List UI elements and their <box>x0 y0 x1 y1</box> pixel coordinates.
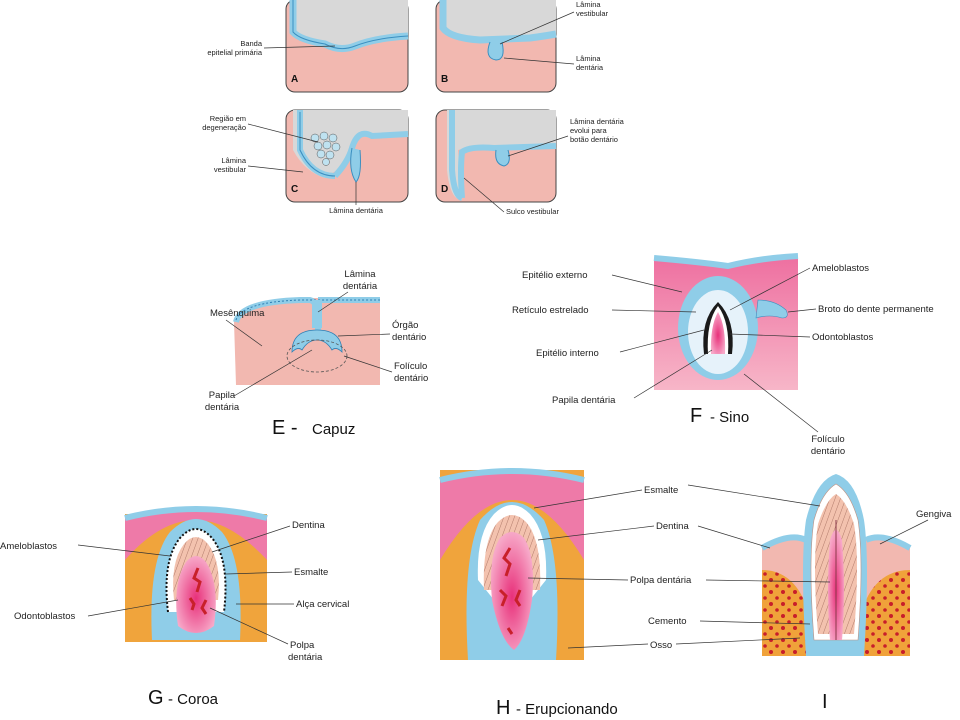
label-reticulo: Retículo estrelado <box>512 305 589 316</box>
label-g-odontoblastos: Odontoblastos <box>14 611 76 622</box>
label-h-polpa: Polpa dentária <box>630 575 692 586</box>
panel-f-big: F <box>690 405 702 427</box>
panel-e-big: E - <box>272 417 298 439</box>
label-mesenquima: Mesênquima <box>210 308 265 319</box>
panel-f-sino: Epitélio externo Retículo estrelado Epit… <box>512 253 934 457</box>
label-b-lamina-dent-2: dentária <box>576 63 604 72</box>
label-g-dentina: Dentina <box>292 520 325 531</box>
label-f-odontoblastos: Odontoblastos <box>812 332 874 343</box>
label-osso: Osso <box>650 640 672 651</box>
label-g-polpa-1: Polpa <box>290 640 315 651</box>
label-g-ameloblastos: Ameloblastos <box>0 541 57 552</box>
label-degeneracao: degeneração <box>202 123 246 132</box>
label-c-lamina-vest-2: vestibular <box>214 165 247 174</box>
panel-h-erupcionando: Esmalte Dentina Polpa dentária Cemento O… <box>439 468 692 719</box>
label-gengiva: Gengiva <box>916 509 952 520</box>
label-g-polpa-2: dentária <box>288 652 323 663</box>
panel-g-big: G <box>148 687 164 709</box>
panel-b-letter: B <box>441 74 448 85</box>
label-banda: Banda <box>240 39 263 48</box>
label-c-lamina-dentaria: Lâmina dentária <box>329 206 384 215</box>
label-e-foliculo-1: Folículo <box>394 361 427 372</box>
panel-h-big: H <box>496 697 510 719</box>
panel-f-title: - Sino <box>710 409 749 426</box>
panel-c: C Região em degeneração Lâmina vestibula… <box>202 109 409 215</box>
label-orgao-2: dentário <box>392 332 426 343</box>
label-regiao-em: Região em <box>210 114 246 123</box>
label-epitelio-interno: Epitélio interno <box>536 348 599 359</box>
label-d-evol-2: evolui para <box>570 126 608 135</box>
panel-i-big: I <box>822 691 828 713</box>
panel-d-letter: D <box>441 184 448 195</box>
label-b-lamina-dent-1: Lâmina <box>576 54 601 63</box>
label-g-esmalte: Esmalte <box>294 567 328 578</box>
label-h-esmalte: Esmalte <box>644 485 678 496</box>
panel-e-title: Capuz <box>312 421 355 438</box>
label-d-evol-1: Lâmina dentária <box>570 117 625 126</box>
panel-e-capuz: Mesênquima Lâmina dentária Órgão dentári… <box>205 269 429 439</box>
panel-a-letter: A <box>291 74 298 85</box>
panel-i: Gengiva I <box>675 474 952 713</box>
label-h-dentina: Dentina <box>656 521 689 532</box>
label-broto: Broto do dente permanente <box>818 304 934 315</box>
label-e-lamina-1: Lâmina <box>344 269 376 280</box>
panel-d: D Lâmina dentária evolui para botão dent… <box>435 109 625 216</box>
panel-a: A Banda epitelial primária <box>207 0 409 93</box>
label-orgao-1: Órgão <box>392 320 418 331</box>
panel-b: B Lâmina vestibular Lâmina dentária <box>435 0 609 93</box>
label-epitelial-primaria: epitelial primária <box>207 48 262 57</box>
label-f-papila: Papila dentária <box>552 395 616 406</box>
label-f-ameloblastos: Ameloblastos <box>812 263 869 274</box>
label-epitelio-externo: Epitélio externo <box>522 270 587 281</box>
panel-g-title: - Coroa <box>168 691 219 708</box>
label-b-lamina-vest-2: vestibular <box>576 9 609 18</box>
label-c-lamina-vest-1: Lâmina <box>221 156 246 165</box>
label-alca-cervical: Alça cervical <box>296 599 349 610</box>
label-e-foliculo-2: dentário <box>394 373 428 384</box>
label-f-foliculo-1: Folículo <box>811 434 844 445</box>
panel-g-coroa: Ameloblastos Odontoblastos Dentina Esmal… <box>0 506 349 709</box>
label-sulco-vestibular: Sulco vestibular <box>506 207 559 216</box>
label-d-evol-3: botão dentário <box>570 135 618 144</box>
label-f-foliculo-2: dentário <box>811 446 845 457</box>
label-e-papila-2: dentária <box>205 402 240 413</box>
label-b-lamina-vest-1: Lâmina <box>576 0 601 9</box>
label-e-papila-1: Papila <box>209 390 236 401</box>
label-cemento: Cemento <box>648 616 687 627</box>
panel-c-letter: C <box>291 184 298 195</box>
label-e-lamina-2: dentária <box>343 281 378 292</box>
panel-h-title: - Erupcionando <box>516 701 618 718</box>
